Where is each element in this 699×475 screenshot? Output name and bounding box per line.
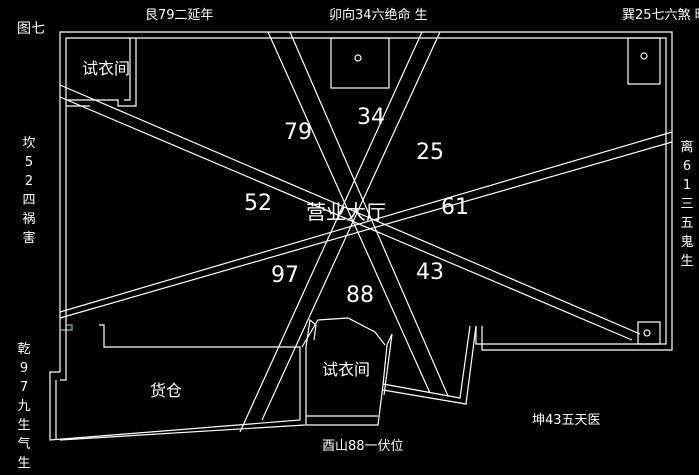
hall-label: 营业大厅	[306, 200, 386, 224]
direction-bottom-center: 酉山88一伏位	[322, 439, 404, 454]
direction-bottom-right: 坤43五天医	[532, 413, 601, 428]
fitting-room-top-label: 试衣间	[82, 59, 131, 78]
sector-61: 61	[441, 195, 469, 220]
direction-right: 离61三五鬼生	[680, 140, 694, 269]
drain-icon	[354, 54, 362, 62]
fitting-room-top-wall	[66, 38, 137, 107]
warehouse-label: 货仓	[150, 381, 183, 400]
sector-25: 25	[416, 140, 444, 165]
direction-left-upper: 坎52四祸害	[22, 136, 36, 246]
sector-79: 79	[284, 120, 312, 145]
fixture-top-right	[627, 37, 661, 85]
axis-line	[59, 84, 641, 335]
sector-43: 43	[416, 260, 444, 285]
direction-left-lower: 乾97九生气生	[17, 342, 31, 471]
sector-52: 52	[244, 191, 272, 216]
fixture-top-center	[330, 37, 390, 89]
figure-label: 图七	[17, 21, 45, 37]
sector-34: 34	[357, 105, 385, 130]
direction-top-right: 巽25七六煞 旺	[622, 8, 699, 23]
fixture-bottom-right	[637, 321, 661, 345]
sector-88: 88	[346, 283, 374, 308]
direction-top-center: 卯向34六绝命 生	[329, 8, 428, 23]
outer-wall	[59, 31, 673, 372]
direction-top-left: 艮79二延年	[145, 8, 214, 23]
fitting-room-bottom-wall	[305, 344, 388, 426]
sector-97: 97	[271, 263, 299, 288]
fitting-room-bottom-label: 试衣间	[322, 360, 371, 379]
inner-wall	[65, 37, 667, 345]
